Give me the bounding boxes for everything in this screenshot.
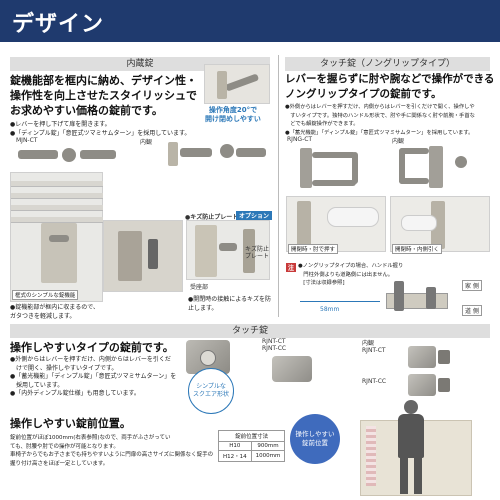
table-cell: 1000mm bbox=[250, 450, 286, 462]
lock-plate-graphic bbox=[217, 71, 227, 99]
strike-plate-label: ●キズ防止プレート bbox=[185, 214, 239, 221]
page-header: デザイン bbox=[0, 0, 500, 42]
product-label-rjng-ct: RJNG-CT bbox=[287, 136, 313, 143]
exterior-knob-graphic bbox=[62, 148, 76, 162]
exterior-lever2-graphic bbox=[80, 150, 116, 159]
inside-pull-caption: 開閉時・内側引く bbox=[392, 244, 443, 254]
product-label-mjn-ct: MJN-CT bbox=[16, 137, 38, 144]
product-label-interior: 内観 bbox=[140, 139, 153, 146]
operation-angle-callout: 操作角度20°で 開け閉めしやすい bbox=[205, 106, 261, 123]
simple-square-circle: シンプルなスクエア形状 bbox=[188, 368, 234, 414]
table-cell: H10 bbox=[218, 441, 252, 451]
exterior-lever-graphic bbox=[18, 150, 58, 159]
position-body: 錠前位置がほぼ1000mm(右表参照)なので、両手がふさがってい ても、肘腰や肘… bbox=[10, 435, 214, 467]
builtin-lock-bullets: ●レバーを押し下げて扉を開きます。 ●「ディンプル錠」「意匠式ツマミサムターン」… bbox=[10, 121, 191, 137]
notice-tag: 注 bbox=[286, 263, 297, 272]
section-divider bbox=[278, 55, 279, 317]
rjnt-labels-a: RJNT-CT RJNT-CC bbox=[262, 338, 287, 352]
lever-operation-photo bbox=[204, 64, 270, 104]
builtin-lock-lead: 錠機能部を框内に納め、デザイン性・ 操作性を向上させたスタイリッシュで お求めや… bbox=[10, 74, 197, 117]
rjnt-interior-product bbox=[408, 346, 452, 370]
gate-photo bbox=[10, 172, 103, 302]
rjnt-cc-product bbox=[408, 374, 452, 398]
rjng-ct-exterior-product bbox=[292, 142, 372, 192]
scratch-note: ●開閉時の接触によるキズを防止します。 bbox=[188, 296, 272, 312]
road-side-tag: 道 側 bbox=[462, 305, 482, 316]
lock-height-table: 錠前位置寸法 H10 900mm H12・14 1000mm bbox=[217, 430, 286, 462]
house-side-tag: 家 側 bbox=[462, 280, 482, 291]
nongrip-bullets: ●外側からはレバーを押すだけ、内側からはレバーを引くだけで開く、操作しや すいタ… bbox=[285, 104, 475, 136]
mjn-ct-exterior-product bbox=[18, 144, 118, 166]
option-badge: オプション bbox=[236, 211, 273, 220]
receiver-caption: 受座部 bbox=[190, 284, 209, 291]
section-bar-touch-lock: タッチ錠 bbox=[10, 324, 490, 338]
rjng-ct-interior-product bbox=[395, 142, 485, 192]
strike-plate-caption: キズ防止 プレート bbox=[245, 246, 270, 260]
notice-text: ●ノングリップタイプの場合、ハンドル握り 門柱外側よりも道路側には出ません。 [… bbox=[298, 263, 404, 286]
elbow-push-photo bbox=[286, 196, 386, 252]
nongrip-lead: レバーを握らずに肘や腕などで操作ができる ノングリップタイプの錠前です。 bbox=[285, 73, 495, 100]
easy-position-circle: 操作しやすい錠前位置 bbox=[290, 414, 340, 464]
lever-handle-graphic bbox=[224, 73, 260, 92]
product-label-rjng-interior: 内観 bbox=[392, 138, 405, 145]
page-title: デザイン bbox=[12, 12, 105, 37]
clearance-dimension: 58mm bbox=[320, 306, 340, 313]
table-cell: 900mm bbox=[250, 441, 286, 451]
rattle-note: ●錠機能部が框内に収まるので、 ガタつきを軽減します。 bbox=[10, 304, 99, 320]
strike-plate-photo bbox=[186, 220, 270, 280]
section-bar-nongrip-touch-lock: タッチ錠（ノングリップタイプ） bbox=[285, 57, 490, 71]
lock-mechanism-caption: 框式のシンプルな錠機能 bbox=[12, 290, 79, 300]
person-gate-illustration bbox=[360, 400, 490, 496]
table-cell: H12・14 bbox=[218, 450, 252, 462]
clearance-diagram bbox=[290, 281, 490, 317]
touch-lock-bullets: ●外側からはレバーを押すだけ、内側からはレバーを引くだ けで開く、操作しやすいタ… bbox=[10, 356, 177, 397]
rjnt-labels-b: 内観 RJNT-CT bbox=[362, 340, 386, 354]
touch-lock-lead: 操作しやすいタイプの錠前です。 bbox=[10, 341, 174, 354]
mjn-ct-interior-product bbox=[168, 140, 268, 170]
rjnt-ct-product bbox=[272, 356, 312, 382]
rjnt-cc-label: RJNT-CC bbox=[362, 378, 387, 385]
strike-detail-photo bbox=[103, 220, 183, 292]
elbow-push-caption: 開閉時・肘で押す bbox=[288, 244, 339, 254]
lock-height-table-header: 錠前位置寸法 bbox=[217, 430, 286, 442]
position-title: 操作しやすい錠前位置。 bbox=[10, 417, 131, 430]
